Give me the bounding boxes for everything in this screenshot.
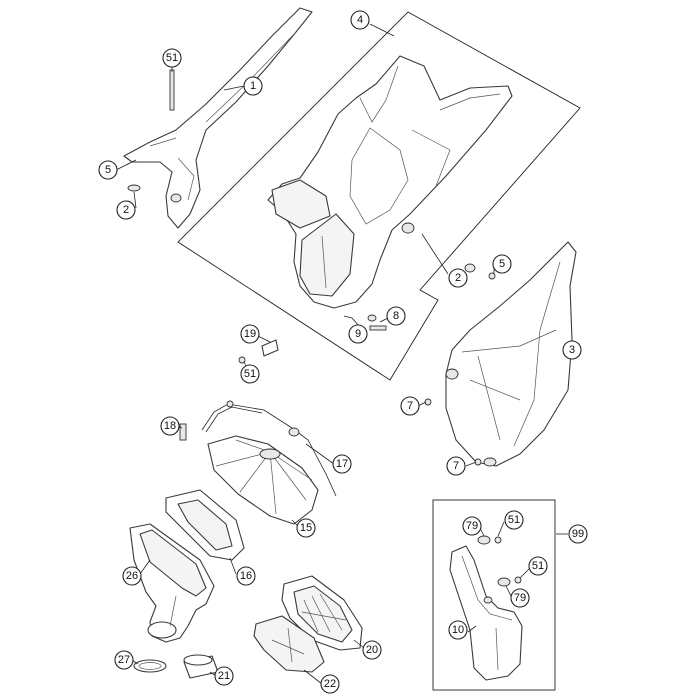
part-17-wire-clamp: [201, 400, 337, 497]
part-15-filter-dome: [207, 435, 319, 525]
callout-label: 17: [336, 458, 348, 470]
part-10-snorkel: [449, 545, 523, 681]
part-22-filter-foam: [253, 615, 325, 673]
callout-label: 9: [355, 328, 361, 340]
callout-5-right: 5: [492, 254, 512, 274]
callout-label: 3: [569, 344, 575, 356]
callout-label: 4: [357, 14, 363, 26]
callout-label: 5: [105, 164, 111, 176]
callout-99: 99: [568, 524, 588, 544]
callout-label: 21: [218, 670, 230, 682]
callout-label: 19: [244, 328, 256, 340]
callout-label: 99: [572, 528, 584, 540]
callout-label: 7: [407, 400, 413, 412]
callout-1: 1: [243, 76, 263, 96]
callout-label: 51: [532, 560, 544, 572]
callout-8: 8: [386, 306, 406, 326]
callout-label: 20: [366, 644, 378, 656]
assembly-4-frame: [177, 11, 581, 381]
part-20-air-filter: [281, 575, 363, 651]
callout-5-left: 5: [98, 160, 118, 180]
callout-label: 2: [455, 272, 461, 284]
callout-2-left: 2: [116, 200, 136, 220]
part-27-ring: [133, 659, 167, 673]
part-16-filter-frame: [165, 489, 245, 561]
callout-label: 27: [118, 654, 130, 666]
callout-19: 19: [240, 324, 260, 344]
callout-label: 79: [466, 520, 478, 532]
callout-79-upper: 79: [462, 516, 482, 536]
callout-label: 2: [123, 204, 129, 216]
callout-label: 51: [166, 52, 178, 64]
kit-99-frame: [432, 499, 556, 691]
callout-label: 1: [250, 80, 256, 92]
part-26-intake-boot: [129, 523, 215, 643]
callout-label: 51: [244, 368, 256, 380]
callout-10: 10: [448, 620, 468, 640]
callout-27: 27: [114, 650, 134, 670]
callout-label: 7: [453, 460, 459, 472]
callout-label: 5: [499, 258, 505, 270]
callout-22: 22: [320, 674, 340, 694]
callout-51-kit-lower: 51: [528, 556, 548, 576]
callout-79-lower: 79: [510, 588, 530, 608]
callout-9: 9: [348, 324, 368, 344]
callout-21: 21: [214, 666, 234, 686]
callout-18: 18: [160, 416, 180, 436]
callout-label: 51: [508, 514, 520, 526]
part-21-sleeve: [183, 654, 219, 679]
callout-17: 17: [332, 454, 352, 474]
callout-label: 26: [126, 570, 138, 582]
callout-label: 10: [452, 624, 464, 636]
callout-20: 20: [362, 640, 382, 660]
callout-4: 4: [350, 10, 370, 30]
callout-26: 26: [122, 566, 142, 586]
callout-label: 15: [300, 522, 312, 534]
callout-3: 3: [562, 340, 582, 360]
part-4-airbox: [267, 55, 513, 309]
callout-2-right: 2: [448, 268, 468, 288]
callout-label: 79: [514, 592, 526, 604]
part-3-side-cover: [445, 241, 577, 467]
callout-51-kit-upper: 51: [504, 510, 524, 530]
hardware-small-parts: [127, 69, 522, 587]
callout-7-lower: 7: [446, 456, 466, 476]
callout-label: 8: [393, 310, 399, 322]
callout-51-top: 51: [162, 48, 182, 68]
callout-15: 15: [296, 518, 316, 538]
callout-51-middle: 51: [240, 364, 260, 384]
callout-16: 16: [236, 566, 256, 586]
callout-7-upper: 7: [400, 396, 420, 416]
callout-label: 16: [240, 570, 252, 582]
callout-label: 22: [324, 678, 336, 690]
callout-label: 18: [164, 420, 176, 432]
